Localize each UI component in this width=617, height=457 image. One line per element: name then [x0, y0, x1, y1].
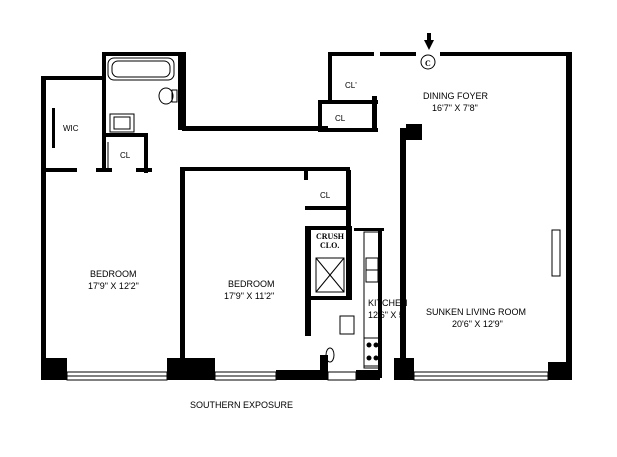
windows [66, 371, 549, 381]
bathtub [107, 57, 175, 81]
exposure-label: SOUTHERN EXPOSURE [190, 400, 293, 410]
label-bedroom-2: BEDROOM [228, 279, 275, 289]
label-kitchen-dims: 12'6" X 5' [368, 310, 406, 320]
label-crush-1: CRUSH [316, 232, 345, 241]
walls [41, 52, 572, 380]
stove [363, 337, 381, 367]
room-labels: WIC CL CL CL' CL BEDROOM 17'9" X 12'2" B… [63, 81, 526, 329]
label-cl-foyer-lower: CL [335, 114, 346, 123]
label-bedroom-1-dims: 17'9" X 12'2" [88, 281, 139, 291]
label-kitchen: KITCHEN [368, 298, 408, 308]
label-cl-foyer-upper: CL' [345, 81, 357, 90]
label-bedroom-1: BEDROOM [90, 269, 137, 279]
label-crush-2: CLO. [320, 241, 339, 250]
label-cl-hall: CL [320, 191, 331, 200]
radiator [551, 229, 561, 277]
compass-symbol: C [425, 59, 431, 68]
kitchen-sink [339, 315, 355, 335]
label-cl-bath: CL [120, 151, 131, 160]
label-dining-foyer-dims: 16'7" X 7'8" [432, 103, 478, 113]
label-living-room: SUNKEN LIVING ROOM [426, 307, 526, 317]
toilet [158, 87, 174, 105]
fixtures [52, 57, 561, 369]
entry-marker: C [420, 33, 436, 70]
label-living-room-dims: 20'6" X 12'9" [452, 319, 503, 329]
label-dining-foyer: DINING FOYER [423, 91, 489, 101]
entry-arrow-icon [424, 40, 434, 50]
bath-sink [109, 113, 135, 133]
label-bedroom-2-dims: 17'9" X 11'2" [224, 291, 274, 301]
shaft [315, 257, 345, 293]
label-wic: WIC [63, 124, 79, 133]
